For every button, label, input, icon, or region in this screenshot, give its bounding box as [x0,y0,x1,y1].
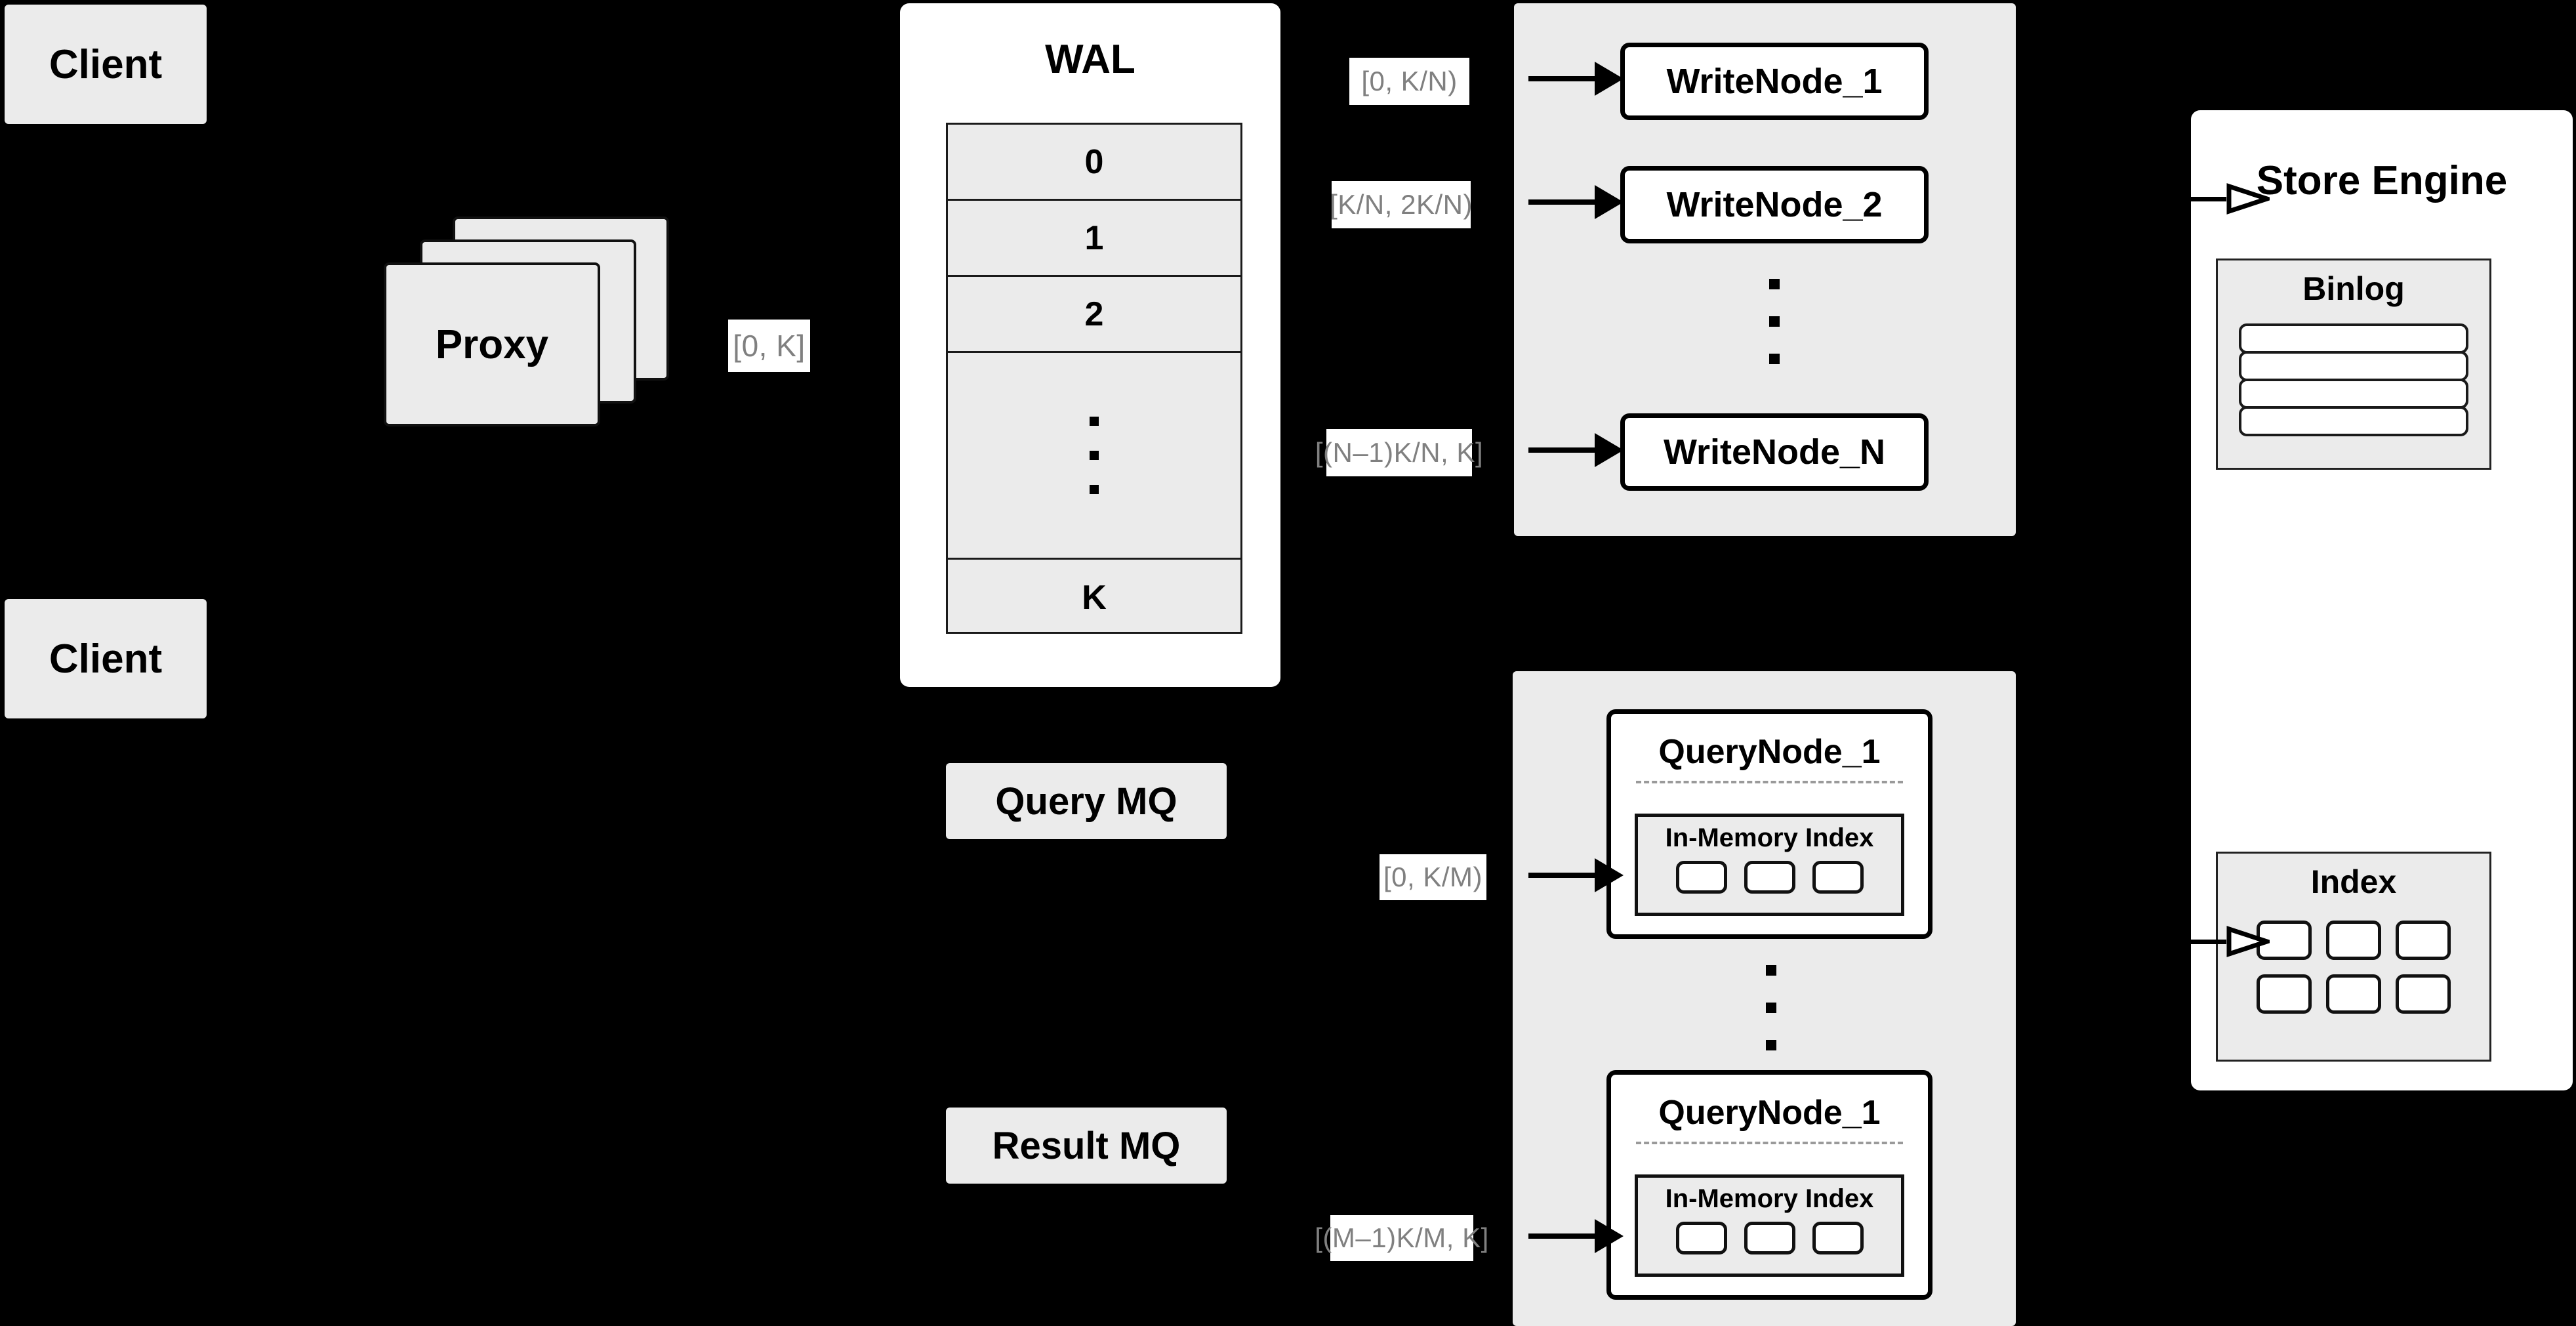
index-grid-cell[interactable] [2396,921,2451,960]
arrow-to-write-node-2 [1528,185,1624,219]
arrow-to-query-node-1 [1528,858,1624,892]
in-memory-index-1: In-Memory Index [1635,814,1904,916]
query-node-cluster: QueryNode_1 In-Memory Index [1513,671,2016,1326]
wal-row[interactable]: 0 [948,125,1240,201]
index-cell[interactable] [1812,861,1864,894]
index-cell[interactable] [1744,861,1795,894]
in-memory-index-1-title: In-Memory Index [1665,823,1874,852]
binlog-row[interactable] [2239,406,2468,436]
result-mq-box[interactable]: Result MQ [946,1108,1227,1184]
wal-ellipsis-dots [1090,417,1099,494]
wal-table: 0 1 2 K [946,123,1242,634]
query-node-1-divider [1636,781,1903,783]
write-node-n-range-label: [(N–1)K/N, K] [1315,429,1483,476]
arrow-to-write-node-1 [1528,62,1624,96]
write-node-ellipsis-dots [1769,279,1780,364]
index-cell[interactable] [1812,1222,1864,1254]
in-memory-index-m-title: In-Memory Index [1665,1184,1874,1213]
index-grid-cell[interactable] [2396,974,2451,1014]
binlog-row[interactable] [2239,323,2468,354]
query-node-m-title: QueryNode_1 [1658,1094,1881,1132]
query-node-m[interactable]: QueryNode_1 In-Memory Index [1606,1070,1932,1300]
proxy-box[interactable]: Proxy [384,262,600,426]
index-title: Index [2310,863,2397,900]
query-node-1[interactable]: QueryNode_1 In-Memory Index [1606,709,1932,939]
query-node-m-range-label: [(M–1)K/M, K] [1315,1215,1488,1261]
index-cell[interactable] [1744,1222,1795,1254]
client-box-2[interactable]: Client [5,599,207,718]
index-grid-cell[interactable] [2326,921,2381,960]
index-cell[interactable] [1675,861,1727,894]
arrow-to-query-node-m [1528,1219,1624,1253]
proxy-range-label: [0, K] [728,320,810,372]
store-engine-title: Store Engine [2256,158,2508,203]
index-grid-cell[interactable] [2326,974,2381,1014]
client-box-1[interactable]: Client [5,5,207,124]
query-mq-box[interactable]: Query MQ [946,763,1227,839]
query-node-1-title: QueryNode_1 [1658,733,1881,771]
binlog-row[interactable] [2239,351,2468,381]
write-node-n[interactable]: WriteNode_N [1620,413,1929,491]
wal-row[interactable]: 2 [948,277,1240,353]
binlog-row[interactable] [2239,379,2468,409]
query-node-1-range-label: [0, K/M) [1380,854,1486,900]
open-arrowhead-icon [2226,183,2270,215]
index-grid-cell[interactable] [2257,974,2312,1014]
wal-row[interactable]: 1 [948,201,1240,277]
query-node-m-divider [1636,1142,1903,1144]
write-node-2-range-label: [K/N, 2K/N) [1330,181,1472,228]
wal-row[interactable]: K [1082,579,1107,617]
write-node-2[interactable]: WriteNode_2 [1620,166,1929,243]
binlog-title: Binlog [2302,270,2405,307]
index-panel: Index [2216,852,2491,1062]
arrow-to-write-node-n [1528,433,1624,467]
client-label-1: Client [49,41,163,87]
wal-title: WAL [1045,37,1135,82]
wal-panel: WAL 0 1 2 K [900,3,1280,687]
binlog-panel: Binlog [2216,259,2491,470]
proxy-label: Proxy [435,321,549,367]
store-engine-panel: Store Engine Binlog Index [2191,110,2573,1090]
write-node-1-range-label: [0, K/N) [1349,58,1469,105]
wal-row-ellipsis [948,353,1240,560]
in-memory-index-m: In-Memory Index [1635,1174,1904,1277]
write-node-1[interactable]: WriteNode_1 [1620,43,1929,120]
arrow-to-index [2188,925,2272,958]
open-arrowhead-icon [2226,926,2270,957]
index-cell[interactable] [1675,1222,1727,1254]
client-label-2: Client [49,636,163,682]
query-node-ellipsis-dots [1766,965,1776,1050]
arrow-to-binlog [2188,182,2272,215]
